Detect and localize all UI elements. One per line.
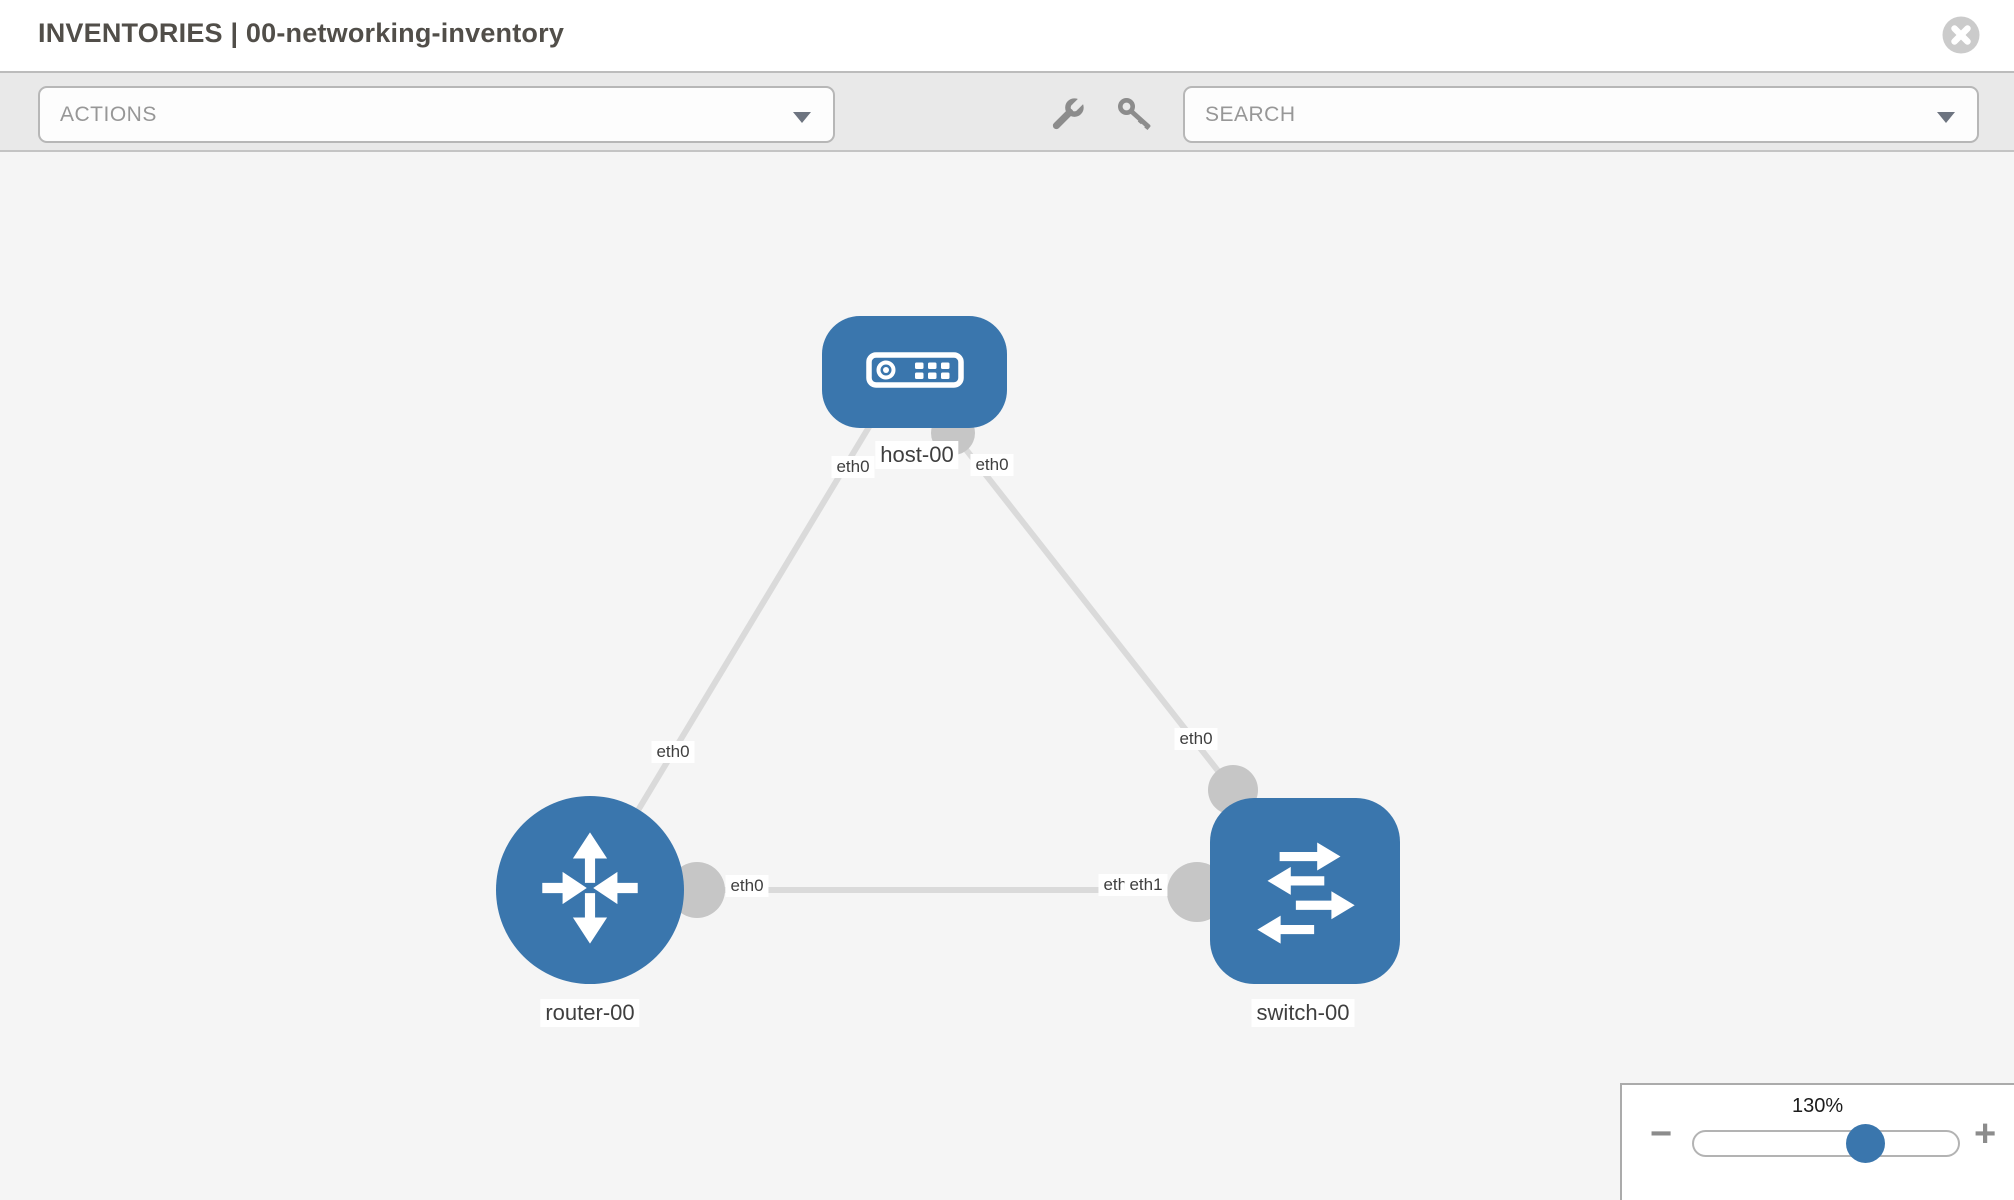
host-icon [865,350,965,395]
node-label-router-00: router-00 [540,999,640,1027]
zoom-slider-track[interactable] [1692,1130,1960,1157]
zoom-out-button[interactable]: − [1650,1113,1673,1155]
node-label-host-00: host-00 [875,441,959,469]
credentials-button[interactable] [1115,95,1155,135]
if-label-host00-eth0-left: eth0 [831,456,875,478]
if-label-switch00-eth0-up: eth0 [1174,728,1218,750]
wrench-icon [1047,98,1087,139]
if-label-router00-eth0-up: eth0 [651,741,695,763]
header: INVENTORIES | 00-networking-inventory [0,0,2014,71]
zoom-panel: 130% − + [1620,1083,2014,1200]
search-dropdown[interactable]: SEARCH [1183,86,1979,143]
close-icon [1941,16,1981,59]
key-icon [1115,98,1155,139]
topology-canvas[interactable]: host-00 router-00 switch-00 eth0 eth0 et… [0,152,2014,1200]
node-switch-00[interactable] [1210,798,1400,984]
switch-icon [1239,823,1371,960]
actions-dropdown[interactable]: ACTIONS [38,86,835,143]
node-host-00[interactable] [822,316,1007,428]
if-label-router00-eth0-flat: eth0 [725,875,769,897]
node-router-00[interactable] [496,796,684,984]
configure-button[interactable] [1047,95,1087,135]
if-label-switch00-eth1: eth1 [1124,874,1168,896]
zoom-in-button[interactable]: + [1974,1113,1997,1155]
chevron-down-icon [1937,112,1955,123]
chevron-down-icon [793,112,811,123]
node-label-switch-00: switch-00 [1251,999,1355,1027]
page-title: INVENTORIES | 00-networking-inventory [38,18,565,48]
zoom-level-value: 130% [1792,1095,1844,1117]
router-icon [524,822,656,959]
toolbar: ACTIONS SEARCH [0,71,2014,152]
zoom-slider-thumb[interactable] [1846,1124,1885,1163]
if-label-host00-eth0-right: eth0 [970,454,1014,476]
actions-dropdown-label: ACTIONS [60,102,157,126]
close-button[interactable] [1941,15,1981,55]
search-dropdown-label: SEARCH [1205,102,1296,126]
